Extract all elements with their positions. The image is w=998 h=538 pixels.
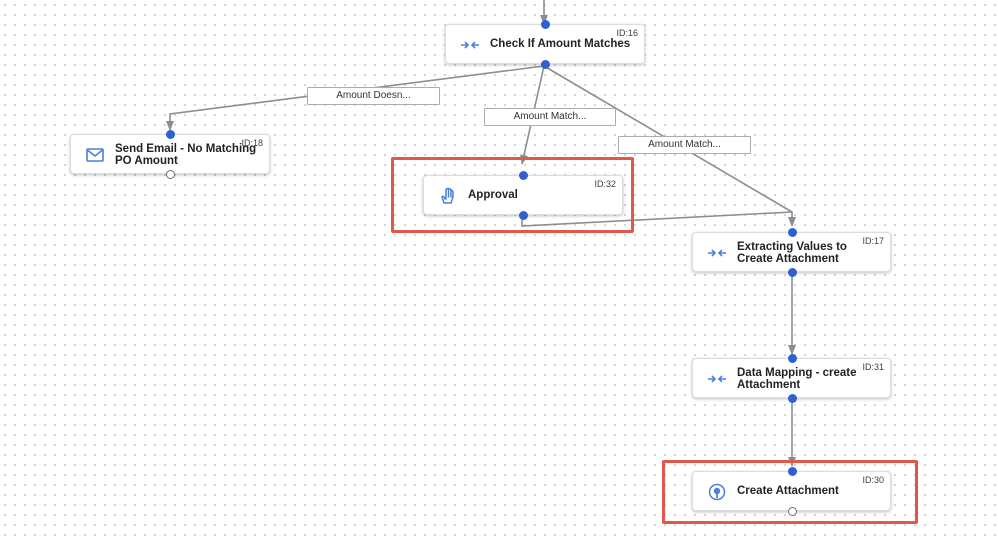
input-port[interactable]	[166, 130, 175, 139]
hand-icon	[438, 187, 458, 205]
node-title: Check If Amount Matches	[490, 38, 631, 50]
highlight-box-create-attachment	[662, 460, 918, 524]
edge-label-amount-match-approval[interactable]: Amount Match...	[484, 108, 616, 126]
node-id-label: ID:32	[594, 179, 616, 189]
node-title: Approval	[468, 189, 518, 201]
email-icon	[85, 146, 105, 164]
output-port[interactable]	[541, 60, 550, 69]
node-id-label: ID:31	[862, 362, 884, 372]
edge-label-amount-doesnt-match[interactable]: Amount Doesn...	[307, 87, 440, 105]
node-id-label: ID:17	[862, 236, 884, 246]
input-port[interactable]	[788, 467, 797, 476]
edge-label-amount-match-extracting[interactable]: Amount Match...	[618, 136, 751, 154]
node-title: Extracting Values to Create Attachment	[737, 241, 847, 265]
node-id-label: ID:30	[862, 475, 884, 485]
edge-doesnt-match	[166, 65, 545, 131]
output-port[interactable]	[166, 170, 175, 179]
data-mapping-icon	[707, 244, 727, 262]
node-title: Create Attachment	[737, 485, 839, 497]
node-data-mapping-create-attachment[interactable]: Data Mapping - create Attachment ID:31	[692, 354, 891, 403]
data-mapping-icon	[707, 370, 727, 388]
input-port[interactable]	[788, 228, 797, 237]
node-approval[interactable]: Approval ID:32	[423, 171, 623, 220]
node-create-attachment[interactable]: Create Attachment ID:30	[692, 467, 891, 516]
data-mapping-icon	[460, 36, 480, 54]
node-id-label: ID:18	[241, 138, 263, 148]
node-title: Send Email - No Matching PO Amount	[115, 143, 257, 167]
input-port[interactable]	[519, 171, 528, 180]
output-port[interactable]	[788, 507, 797, 516]
highlight-box-approval	[391, 157, 634, 233]
input-port[interactable]	[541, 20, 550, 29]
node-check-if-amount-matches[interactable]: Check If Amount Matches ID:16	[445, 20, 645, 69]
node-id-label: ID:16	[616, 28, 638, 38]
connector-icon	[707, 483, 727, 501]
node-extracting-values-to-create-attachment[interactable]: Extracting Values to Create Attachment I…	[692, 228, 891, 277]
node-send-email-no-matching-po-amount[interactable]: Send Email - No Matching PO Amount ID:18	[70, 130, 270, 179]
input-port[interactable]	[788, 354, 797, 363]
output-port[interactable]	[519, 211, 528, 220]
output-port[interactable]	[788, 268, 797, 277]
node-title: Data Mapping - create Attachment	[737, 367, 857, 391]
output-port[interactable]	[788, 394, 797, 403]
